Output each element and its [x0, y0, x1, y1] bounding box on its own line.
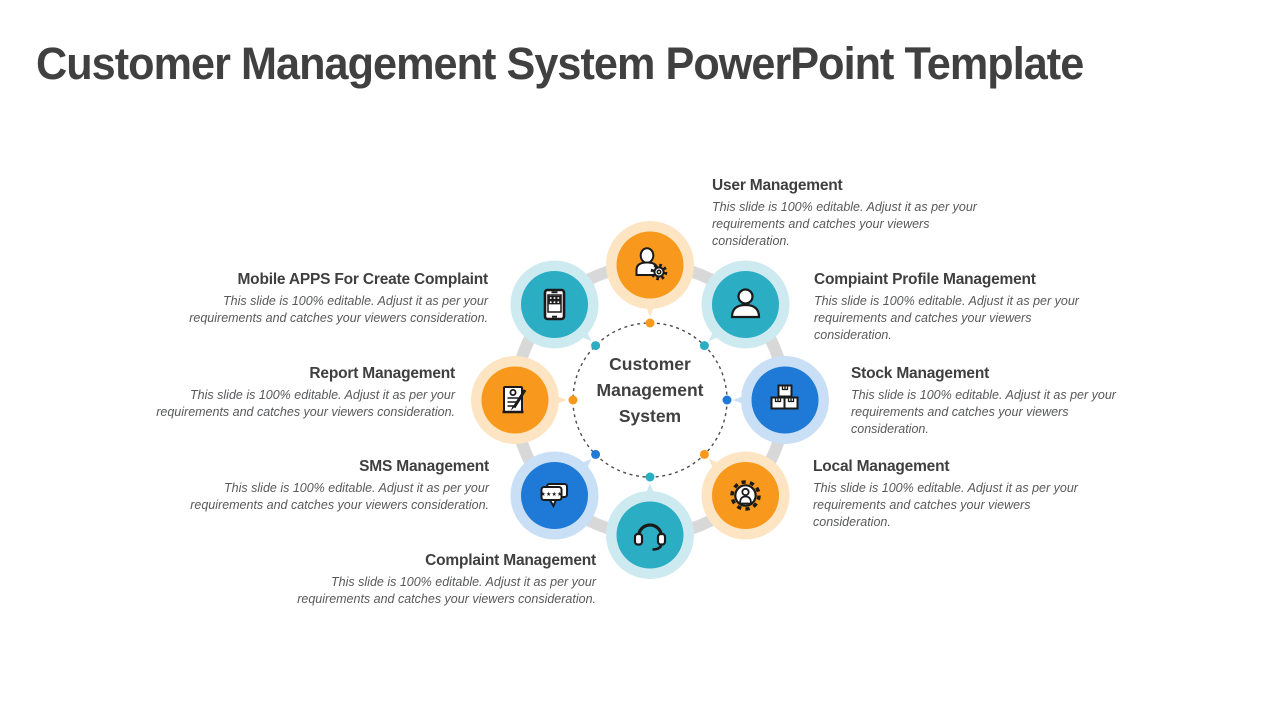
node-description: This slide is 100% editable. Adjust it a… — [851, 388, 1116, 436]
node-icons: ★★★★ — [502, 247, 799, 551]
text-block-complaint-management: Complaint Management This slide is 100% … — [296, 552, 596, 608]
node-description: This slide is 100% editable. Adjust it a… — [189, 294, 488, 325]
dot-top — [645, 318, 655, 328]
node-heading: SMS Management — [359, 458, 489, 475]
node-description: This slide is 100% editable. Adjust it a… — [156, 388, 455, 419]
chat-rating-icon: ★★★★ — [540, 483, 568, 509]
text-block-compiaint-profile-management: Compiaint Profile Management This slide … — [814, 271, 1106, 344]
node-description: This slide is 100% editable. Adjust it a… — [297, 575, 596, 606]
node-description: This slide is 100% editable. Adjust it a… — [712, 200, 977, 248]
dot-top-left — [591, 341, 601, 351]
node-heading: Mobile APPS For Create Complaint — [237, 271, 488, 288]
user-gear-icon — [635, 247, 668, 281]
dot-left — [568, 395, 578, 405]
node-heading: User Management — [712, 177, 843, 194]
dot-bottom — [645, 472, 655, 482]
dot-bottom-right — [699, 449, 709, 459]
text-block-stock-management: Stock Management This slide is 100% edit… — [851, 365, 1143, 438]
gear-person-icon — [730, 480, 761, 511]
text-block-sms-management: SMS Management This slide is 100% editab… — [189, 458, 489, 514]
text-block-local-management: Local Management This slide is 100% edit… — [813, 458, 1105, 531]
node-heading: Compiaint Profile Management — [814, 271, 1036, 288]
compass-dots — [568, 318, 732, 482]
report-pen-icon — [502, 386, 527, 414]
center-hub-label: Customer Management System — [596, 354, 704, 426]
node-heading: Complaint Management — [425, 552, 596, 569]
node-heading: Local Management — [813, 458, 950, 475]
person-icon — [730, 288, 761, 319]
rating-stars: ★★★★ — [540, 491, 562, 498]
dot-bottom-left — [591, 449, 601, 459]
text-block-mobile-apps: Mobile APPS For Create Complaint This sl… — [184, 271, 488, 327]
node-description: This slide is 100% editable. Adjust it a… — [814, 294, 1079, 342]
cycle-diagram: ★★★★ — [471, 221, 829, 579]
node-complaint-management — [616, 501, 684, 569]
node-heading: Report Management — [309, 365, 455, 382]
dot-top-right — [699, 341, 709, 351]
text-block-report-management: Report Management This slide is 100% edi… — [155, 365, 455, 421]
stock-boxes-icon — [770, 384, 799, 410]
node-description: This slide is 100% editable. Adjust it a… — [190, 481, 489, 512]
node-description: This slide is 100% editable. Adjust it a… — [813, 481, 1078, 529]
text-block-user-management: User Management This slide is 100% edita… — [712, 177, 1004, 250]
headset-icon — [633, 523, 667, 551]
mobile-apps-icon — [543, 288, 566, 321]
dot-right — [722, 395, 732, 405]
node-heading: Stock Management — [851, 365, 990, 382]
slide-title: Customer Management System PowerPoint Te… — [36, 38, 1084, 89]
